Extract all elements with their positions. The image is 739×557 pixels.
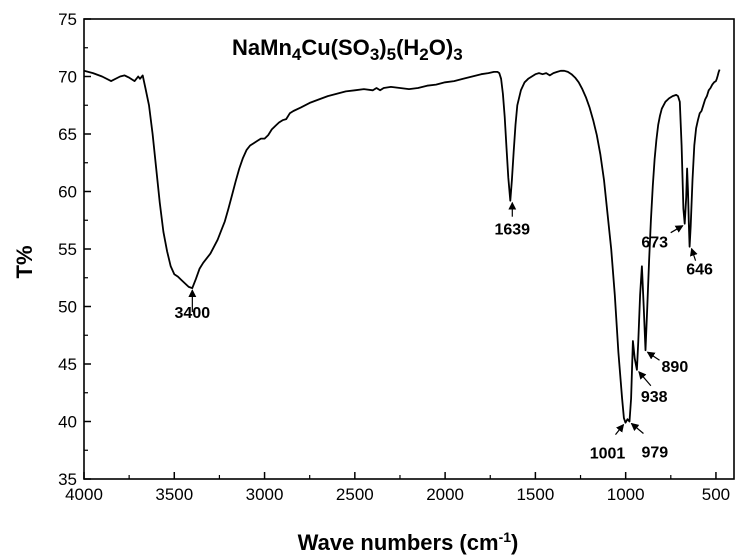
x-axis-label-end: ) xyxy=(511,530,518,555)
y-tick-label: 75 xyxy=(58,10,77,29)
peak-arrow xyxy=(630,422,644,434)
peak-label-673: 673 xyxy=(641,235,668,252)
y-axis-ticks: 35 40 45 50 55 60 65 70 75 xyxy=(58,10,91,489)
chart-title-part: NaMn xyxy=(232,35,292,60)
chart-title-part: 4 xyxy=(292,45,302,64)
x-tick-label: 2500 xyxy=(336,485,374,504)
peak-label-1639: 1639 xyxy=(494,222,530,239)
x-axis-ticks: 4000 3500 3000 2500 2000 1500 1000 500 xyxy=(65,472,730,504)
y-tick-label: 40 xyxy=(58,413,77,432)
peak-arrow xyxy=(615,423,625,436)
y-tick-label: 35 xyxy=(58,470,77,489)
peak-arrow xyxy=(638,370,652,387)
x-tick-label: 3500 xyxy=(155,485,193,504)
chart-title-part: 3 xyxy=(370,45,379,64)
y-tick-label: 55 xyxy=(58,240,77,259)
y-tick-label: 45 xyxy=(58,355,77,374)
chart-title-part: (H xyxy=(396,35,419,60)
peak-arrow xyxy=(646,351,660,361)
series-line-transmittance xyxy=(83,69,721,424)
chart-title-part: 3 xyxy=(453,45,462,64)
x-tick-label: 500 xyxy=(702,485,730,504)
x-axis-label-superscript: -1 xyxy=(499,529,512,545)
x-tick-label: 1500 xyxy=(516,485,554,504)
peak-label-979: 979 xyxy=(641,445,668,462)
chart-title-part: 2 xyxy=(419,45,428,64)
chart-title-part: 5 xyxy=(387,45,396,64)
peak-label-890: 890 xyxy=(662,359,689,376)
peak-annotations: 3400 1639 1001 979 938 890 673 646 xyxy=(175,201,713,463)
peak-label-646: 646 xyxy=(686,262,713,279)
x-tick-label: 3000 xyxy=(246,485,284,504)
chart-title-part: Cu(SO xyxy=(301,35,369,60)
peak-label-1001: 1001 xyxy=(590,446,626,463)
chart-title-part: O) xyxy=(429,35,453,60)
y-tick-label: 60 xyxy=(58,183,77,202)
y-tick-label: 50 xyxy=(58,298,77,317)
x-axis-label-text: Wave numbers (cm xyxy=(298,530,499,555)
x-tick-label: 4000 xyxy=(65,485,103,504)
chart-title-part: ) xyxy=(379,35,386,60)
y-tick-label: 70 xyxy=(58,68,77,87)
plot-frame xyxy=(83,18,735,480)
peak-label-3400: 3400 xyxy=(175,305,211,322)
peak-arrow xyxy=(690,247,698,261)
x-axis-label: Wave numbers (cm-1) xyxy=(298,529,519,555)
x-tick-label: 1000 xyxy=(607,485,645,504)
y-tick-label: 65 xyxy=(58,125,77,144)
x-tick-label: 2000 xyxy=(426,485,464,504)
y-axis-label: T% xyxy=(12,246,37,279)
peak-arrow xyxy=(670,225,684,234)
chart-title: NaMn4Cu(SO3)5(H2O)3 xyxy=(232,35,463,64)
peak-label-938: 938 xyxy=(641,389,668,406)
